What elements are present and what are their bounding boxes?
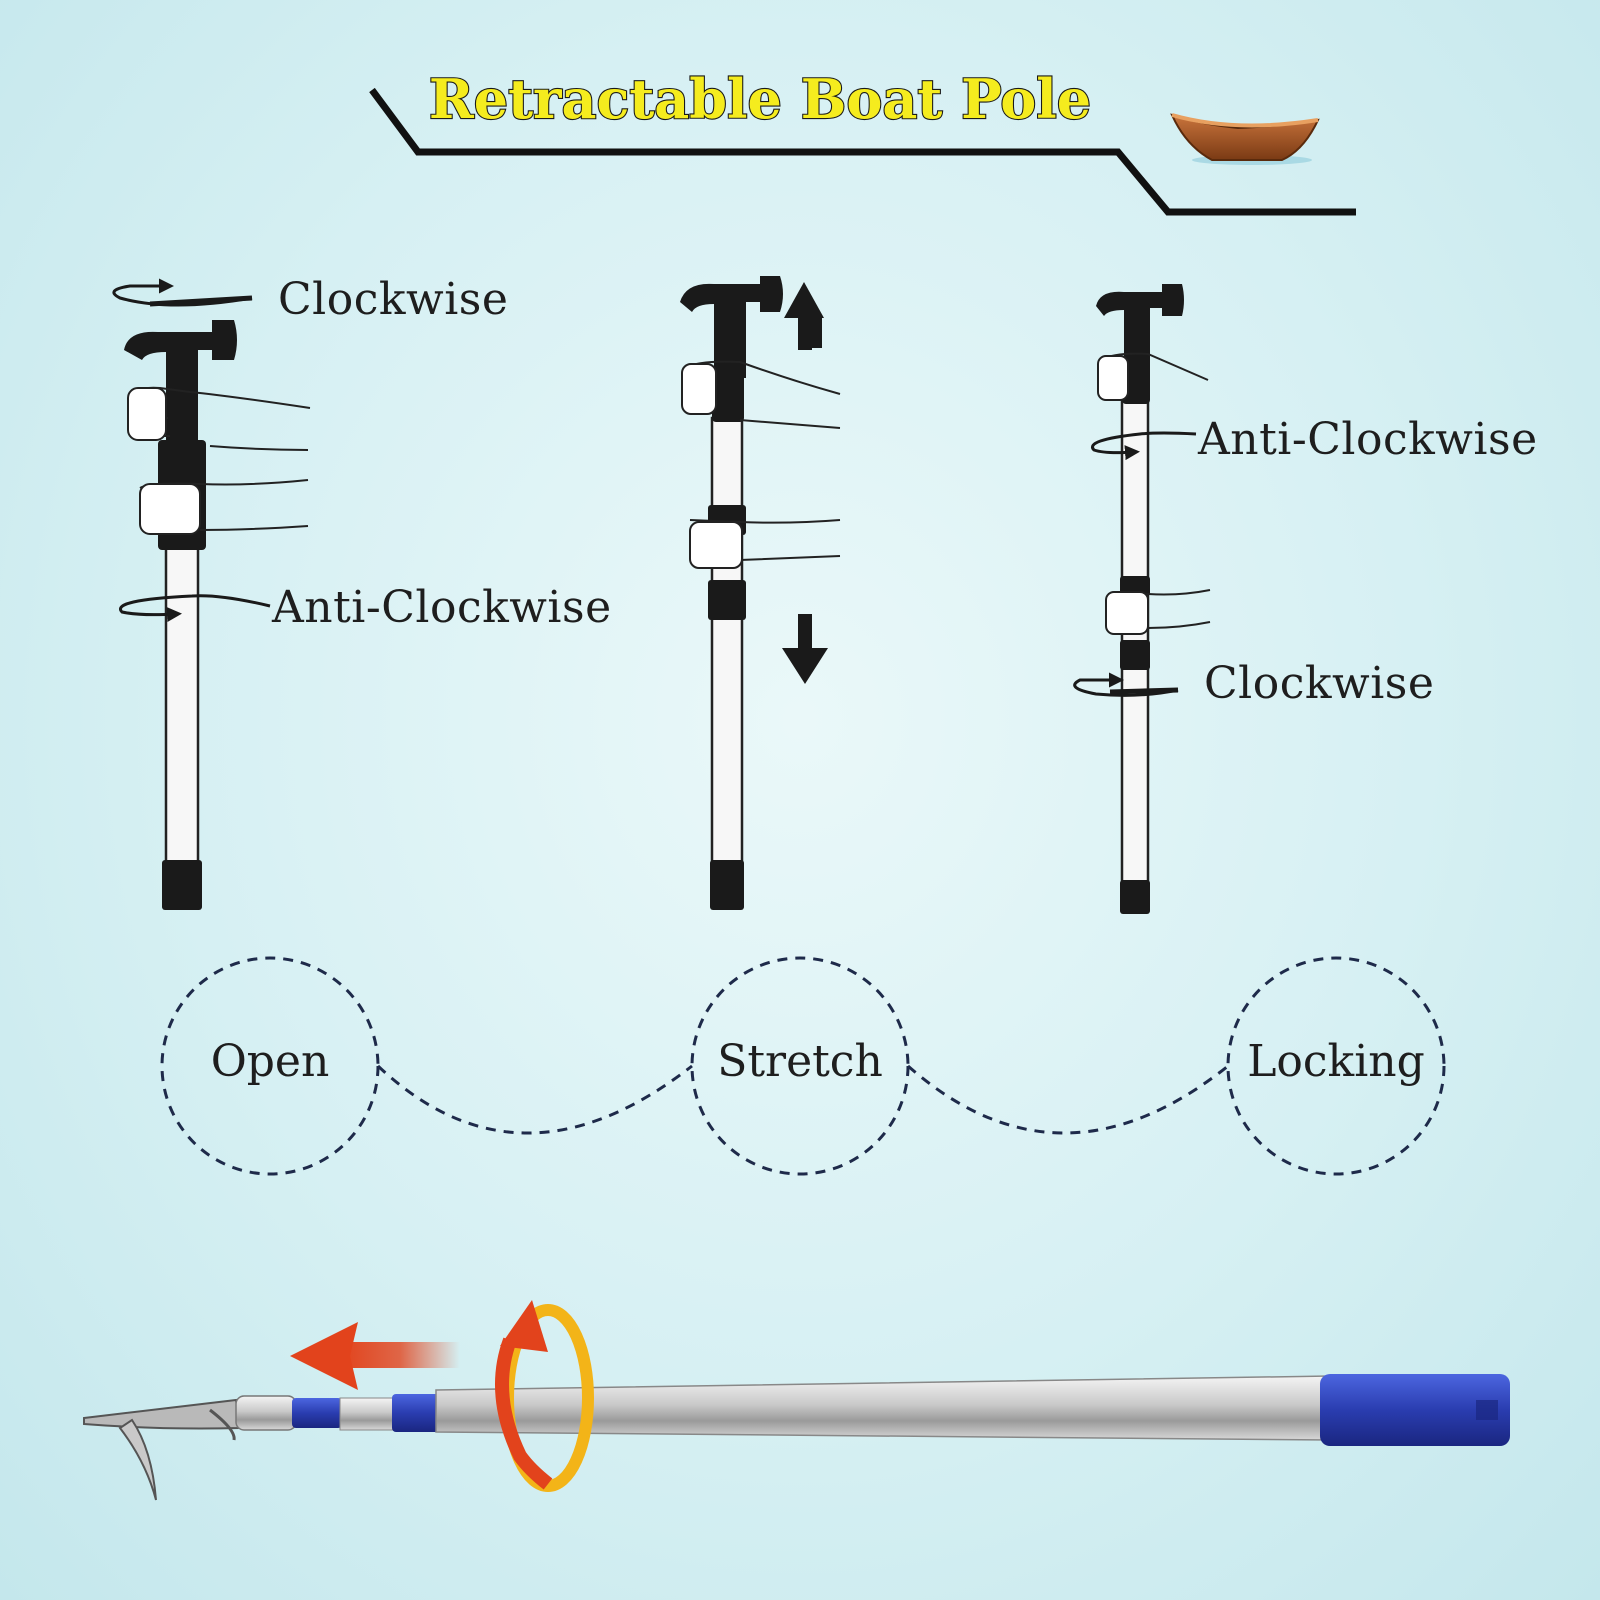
rotation-arrow-icon bbox=[1091, 431, 1197, 461]
panel-locking-label-anti-clockwise: Anti-Clockwise bbox=[1198, 414, 1538, 465]
hand-icon bbox=[681, 360, 841, 429]
down-arrow-icon bbox=[782, 614, 828, 684]
step-label-open: Open bbox=[210, 1036, 330, 1087]
panel-locking-label-clockwise: Clockwise bbox=[1204, 658, 1435, 709]
boat-hook bbox=[83, 1398, 242, 1501]
step-circle-locking bbox=[1226, 956, 1446, 1176]
step-flow bbox=[160, 956, 1446, 1176]
panel-locking bbox=[1073, 284, 1211, 914]
hand-icon bbox=[1097, 352, 1209, 401]
up-arrow-icon bbox=[784, 282, 824, 350]
step-connector bbox=[907, 1064, 1229, 1135]
panel-open-label-clockwise: Clockwise bbox=[278, 274, 509, 325]
hand-icon bbox=[139, 479, 309, 535]
panel-open-label-anti-clockwise: Anti-Clockwise bbox=[272, 582, 612, 633]
end-cap bbox=[1320, 1374, 1510, 1446]
pole-locking bbox=[1096, 284, 1184, 914]
panel-stretch bbox=[680, 276, 841, 910]
title-banner: Retractable Boat Pole bbox=[369, 66, 1356, 216]
rotation-arrow-icon bbox=[1073, 672, 1179, 697]
banner-line bbox=[369, 87, 1356, 216]
product-pole bbox=[83, 1374, 1510, 1501]
step-connector bbox=[376, 1064, 693, 1135]
rotation-arrow-icon bbox=[119, 594, 271, 622]
twist-ring-icon bbox=[495, 1300, 594, 1492]
left-arrow-icon bbox=[290, 1322, 460, 1390]
pole-stretch bbox=[680, 276, 783, 910]
boat-icon bbox=[1170, 113, 1320, 165]
page-title: Retractable Boat Pole bbox=[429, 67, 1091, 131]
rotation-arrow-icon bbox=[112, 278, 253, 307]
step-label-locking: Locking bbox=[1247, 1036, 1425, 1087]
hand-icon bbox=[127, 386, 311, 451]
hand-icon bbox=[1105, 589, 1211, 635]
pole-open bbox=[124, 320, 237, 910]
panel-open bbox=[112, 278, 311, 910]
hand-icon bbox=[689, 519, 841, 569]
step-label-stretch: Stretch bbox=[717, 1036, 883, 1087]
